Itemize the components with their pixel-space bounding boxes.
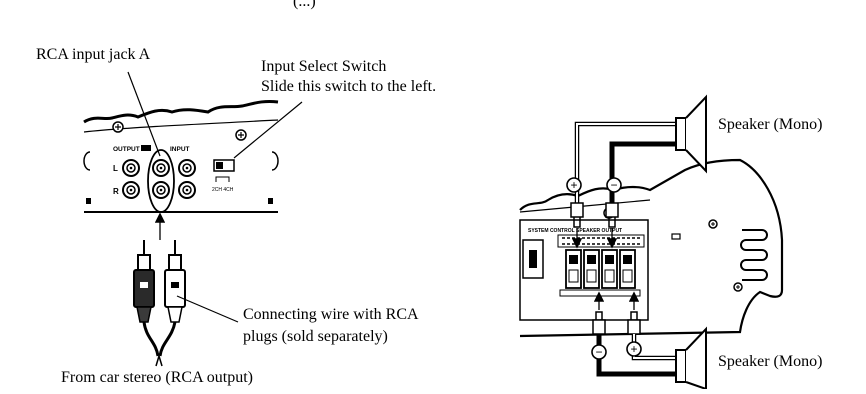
rca-jack [152,159,170,177]
polarity-minus: − [610,178,617,192]
switch-title-label: Input Select Switch [261,58,387,75]
speaker-output-text: SPEAKER OUTPUT [576,228,622,234]
polarity-plus: + [570,178,577,192]
rca-jack [122,159,140,177]
output-text: OUTPUT [113,146,140,153]
speaker-terminal [619,249,636,289]
header-fragment: (...) [293,0,316,10]
jack-a-highlight [147,149,175,213]
speaker-terminal [565,249,582,289]
speaker-top-label: Speaker (Mono) [718,116,823,133]
connecting-wire-label: Connecting wire with RCA [243,306,419,323]
bottom-speaker-wiring: − + [591,291,707,391]
input-select-switch: 2CH 4CH [212,159,235,193]
speaker-terminal [583,249,600,289]
rca-cable [133,240,239,367]
source-label: From car stereo (RCA output) [61,369,253,386]
left-channel-text: L [113,164,118,173]
switch-instruction-label: Slide this switch to the left. [261,78,437,95]
right-channel-text: R [113,187,119,196]
rca-jack [178,159,196,177]
speaker-top-icon [675,94,707,174]
system-control-text: SYSTEM CONTROL [528,228,575,234]
amp-output-panel: SYSTEM CONTROL SPEAKER OUTPUT [519,158,784,338]
connecting-wire-label-2: plugs (sold separately) [243,328,388,345]
speaker-terminal [601,249,618,289]
speaker-bottom-label: Speaker (Mono) [718,353,823,370]
speaker-bottom-icon [675,326,707,391]
polarity-plus: + [630,342,637,356]
amp-input-panel: OUTPUT INPUT L R [83,71,303,240]
input-text: INPUT [170,146,190,153]
rca-jack-label: RCA input jack A [36,46,151,63]
rca-jack [152,181,170,199]
switch-marks: 2CH 4CH [212,187,234,193]
polarity-minus: − [595,345,602,359]
top-speaker-wiring: + − [566,94,707,249]
rca-jack [178,181,196,199]
rca-jack [122,181,140,199]
